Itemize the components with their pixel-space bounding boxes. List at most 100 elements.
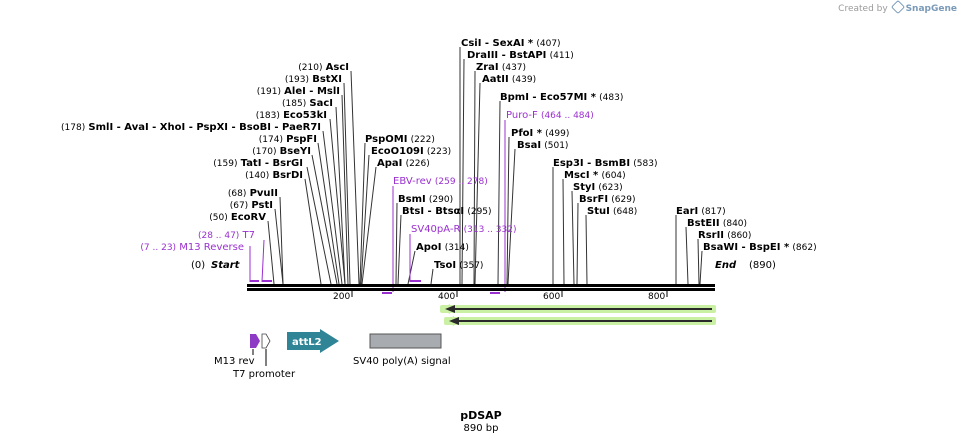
enzyme-label[interactable]: (178) SmlI - AvaI - XhoI - PspXI - BsoBI… <box>61 122 321 133</box>
enzyme-label[interactable]: (67) PstI <box>230 200 273 211</box>
enzyme-label[interactable]: Esp3I - BsmBI (583) <box>553 158 657 169</box>
enzyme-name: BstXI <box>312 74 342 85</box>
primer-label[interactable]: (28 .. 47) T7 <box>198 230 255 241</box>
feature-label-sv40-polya: SV40 poly(A) signal <box>353 356 451 367</box>
enzyme-label[interactable]: BtsI - BtsαI (295) <box>402 206 492 217</box>
svg-text:DraIII - BstAPI (411): DraIII - BstAPI (411) <box>467 50 574 61</box>
primer-connectors <box>249 120 506 292</box>
enzyme-label[interactable]: CsiI - SexAI * (407) <box>461 38 561 49</box>
enzyme-label[interactable]: AatII (439) <box>482 74 536 85</box>
enzyme-position: (604) <box>601 171 625 181</box>
enzyme-position: (183) <box>256 111 280 121</box>
enzyme-name: PvuII <box>250 188 278 199</box>
enzyme-label[interactable]: BpmI - Eco57MI * (483) <box>500 92 623 103</box>
feature-label-m13-rev: M13 rev <box>214 356 255 367</box>
feature-t7-promoter[interactable] <box>261 333 271 349</box>
enzyme-position: (68) <box>228 189 246 199</box>
enzyme-label[interactable]: (50) EcoRV <box>209 212 266 223</box>
enzyme-label[interactable]: BsrFI (629) <box>579 194 635 205</box>
enzyme-label[interactable]: RsrII (860) <box>698 230 751 241</box>
enzyme-position: (174) <box>259 135 283 145</box>
svg-text:PspOMI (222): PspOMI (222) <box>365 134 435 145</box>
enzyme-name: BtsI - BtsαI <box>402 206 464 217</box>
enzyme-label[interactable]: EcoO109I (223) <box>371 146 451 157</box>
primer-range: (313 .. 332) <box>464 225 517 235</box>
enzyme-label[interactable]: (68) PvuII <box>228 188 278 199</box>
enzyme-name: AscI <box>326 62 349 73</box>
svg-text:(178) SmlI - AvaI - XhoI: (178) SmlI - AvaI - XhoI - PspXI - BsoBI… <box>61 122 321 133</box>
enzyme-name: EcoRV <box>231 212 266 223</box>
enzyme-name: BpmI - Eco57MI * <box>500 92 597 103</box>
enzyme-position: (159) <box>213 159 237 169</box>
enzyme-name: ApoI <box>416 242 442 253</box>
enzyme-label[interactable]: (140) BsrDI <box>245 170 303 181</box>
enzyme-label[interactable]: PfoI * (499) <box>511 128 569 139</box>
enzyme-label[interactable]: MscI * (604) <box>564 170 626 181</box>
primer-label[interactable]: SV40pA-R (313 .. 332) <box>411 224 516 235</box>
feature-m13-rev[interactable] <box>250 334 260 348</box>
enzyme-label[interactable]: BsmI (290) <box>398 194 453 205</box>
orf-arrow-2[interactable] <box>444 316 716 326</box>
enzyme-name: BsaI <box>517 140 541 151</box>
enzyme-label[interactable]: ApaI (226) <box>377 158 430 169</box>
primer-range: (259 .. 278) <box>435 177 488 187</box>
enzyme-label[interactable]: (193) BstXI <box>285 74 342 85</box>
primer-label[interactable]: (7 .. 23) M13 Reverse <box>140 242 244 253</box>
svg-text:BpmI - Eco57MI * (483): BpmI - Eco57MI * (483) <box>500 92 623 103</box>
enzyme-name: SmlI - AvaI - XhoI - PspXI - BsoBI - Pae… <box>88 122 321 133</box>
svg-text:(159) TatI - BsrGI: (159) TatI - BsrGI <box>213 158 303 169</box>
enzyme-label[interactable]: BstEII (840) <box>687 218 747 229</box>
enzyme-label[interactable]: DraIII - BstAPI (411) <box>467 50 574 61</box>
svg-text:EcoO109I (223): EcoO109I (223) <box>371 146 451 157</box>
svg-text:BsrFI (629): BsrFI (629) <box>579 194 635 205</box>
primer-label[interactable]: EBV-rev (259 .. 278) <box>393 176 488 187</box>
enzyme-position: (357) <box>459 261 483 271</box>
primer-name: M13 Reverse <box>179 242 244 253</box>
primer-name: Puro-F <box>506 110 538 121</box>
enzyme-name: BsrDI <box>272 170 303 181</box>
enzyme-label[interactable]: (183) Eco53kI <box>256 110 327 121</box>
enzyme-position: (185) <box>282 99 306 109</box>
enzyme-label[interactable]: (191) AleI - MslI <box>257 86 340 97</box>
primer-labels: Puro-F (464 .. 484) EBV-rev (259 .. 278) S… <box>140 110 593 253</box>
enzyme-label[interactable]: TsoI (357) <box>434 260 483 271</box>
start-position: (0) <box>191 260 205 271</box>
svg-text:(185) SacI: (185) SacI <box>282 98 333 109</box>
credit-prefix: Created by <box>838 4 888 14</box>
svg-text:(67) PstI: (67) PstI <box>230 200 273 211</box>
enzyme-position: (223) <box>427 147 451 157</box>
orf-arrow-1[interactable] <box>440 304 716 314</box>
enzyme-label[interactable]: EarI (817) <box>676 206 726 217</box>
enzyme-label[interactable]: ApoI (314) <box>416 242 469 253</box>
enzyme-label[interactable]: StyI (623) <box>573 182 623 193</box>
enzyme-label[interactable]: BsaWI - BspEI * (862) <box>703 242 817 253</box>
enzyme-position: (170) <box>252 147 276 157</box>
enzyme-label[interactable]: (170) BseYI <box>252 146 311 157</box>
enzyme-label[interactable]: PspOMI (222) <box>365 134 435 145</box>
end-position: (890) <box>749 260 776 271</box>
primer-label[interactable]: Puro-F (464 .. 484) <box>506 110 594 121</box>
enzyme-label[interactable]: (159) TatI - BsrGI <box>213 158 303 169</box>
svg-text:(183) Eco53kI: (183) Eco53kI <box>256 110 327 121</box>
enzyme-name: Esp3I - BsmBI <box>553 158 630 169</box>
enzyme-position: (860) <box>727 231 751 241</box>
feature-sv40-polya[interactable] <box>369 333 442 349</box>
enzyme-name: PfoI * <box>511 128 543 139</box>
enzyme-name: StyI <box>573 182 595 193</box>
credit-brand: SnapGene <box>905 4 957 14</box>
end-label: End <box>715 260 737 271</box>
feature-label-attl2: attL2 <box>292 337 322 348</box>
svg-text:StyI (623): StyI (623) <box>573 182 623 193</box>
enzyme-label[interactable]: StuI (648) <box>587 206 637 217</box>
enzyme-label[interactable]: BsaI (501) <box>517 140 568 151</box>
feature-attl2[interactable] <box>287 329 339 353</box>
enzyme-label[interactable]: (174) PspFI <box>259 134 317 145</box>
dna-backbone <box>247 284 715 291</box>
primer-name: T7 <box>242 230 255 241</box>
enzyme-label[interactable]: (210) AscI <box>298 62 349 73</box>
enzyme-position: (140) <box>245 171 269 181</box>
enzyme-name: PspOMI <box>365 134 407 145</box>
enzyme-label[interactable]: (185) SacI <box>282 98 333 109</box>
enzyme-label[interactable]: ZraI (437) <box>476 62 526 73</box>
enzyme-name: CsiI - SexAI * <box>461 38 534 49</box>
